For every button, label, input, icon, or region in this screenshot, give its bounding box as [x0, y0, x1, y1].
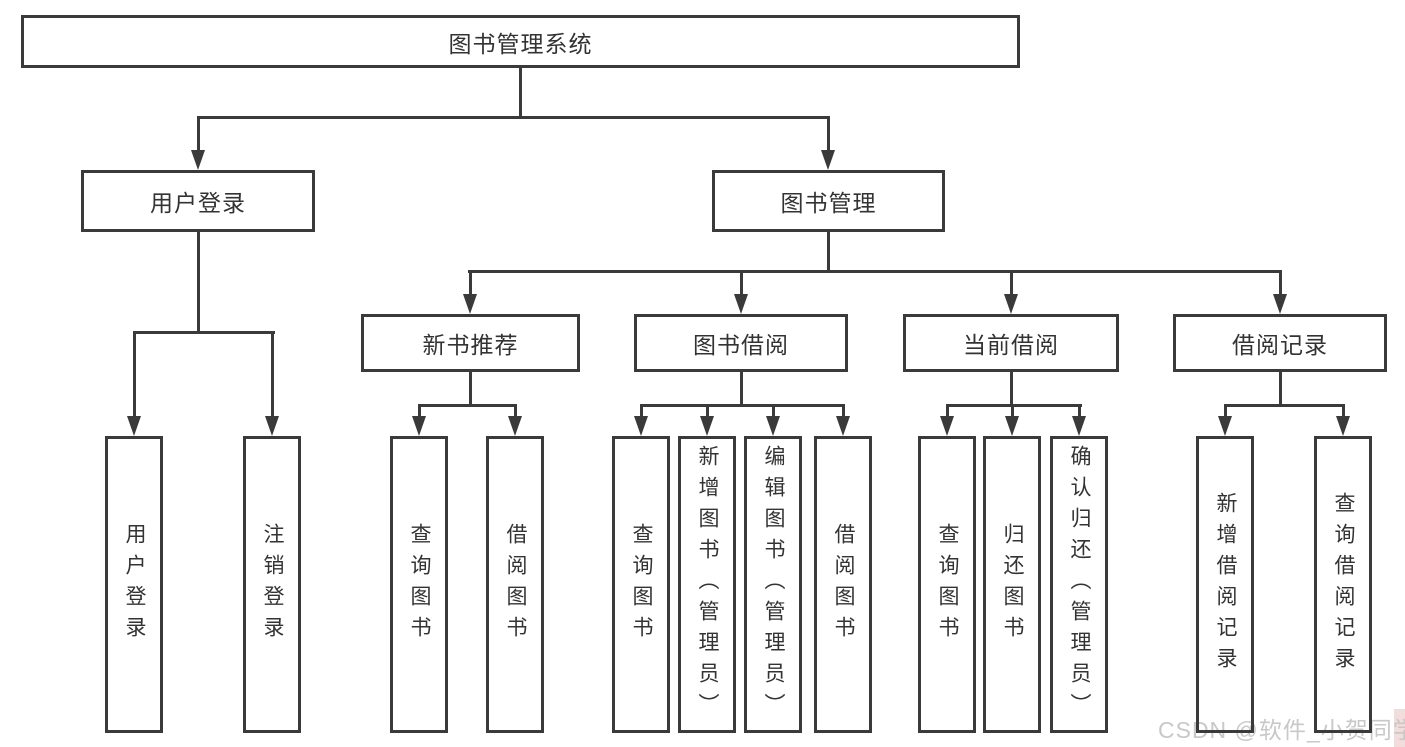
connector-line [1009, 371, 1013, 407]
arrow-down-icon [508, 416, 522, 436]
arrow-down-icon [821, 150, 835, 170]
connector-line [197, 116, 830, 119]
node-label: 查询图书 [630, 522, 653, 647]
leaf-logout: 注销登录 [243, 436, 301, 733]
node-label: 图书管理系统 [448, 30, 593, 57]
arrow-down-icon [940, 416, 954, 436]
connector-line [196, 116, 200, 154]
connector-line [1278, 271, 1282, 299]
arrow-down-icon [700, 416, 714, 436]
arrow-down-icon [265, 416, 279, 436]
leaf-query-book-recommend: 查询图书 [390, 436, 448, 733]
connector-line [468, 271, 472, 299]
connector-line [739, 271, 743, 299]
arrow-down-icon [1072, 416, 1086, 436]
connector-line [468, 270, 1282, 273]
leaf-add-borrow-record: 新增借阅记录 [1196, 436, 1254, 733]
node-label: 新增借阅记录 [1214, 491, 1237, 678]
node-book-borrow: 图书借阅 [634, 314, 848, 372]
arrow-down-icon [463, 294, 477, 314]
connector-line [1278, 371, 1282, 407]
arrow-down-icon [1273, 294, 1287, 314]
node-label: 借阅图书 [832, 522, 855, 647]
connector-line [945, 405, 949, 420]
node-library-management-system: 图书管理系统 [21, 15, 1020, 68]
watermark-accent [1394, 709, 1405, 747]
leaf-query-book-current: 查询图书 [918, 436, 976, 733]
connector-line [513, 405, 517, 420]
node-new-book-recommend: 新书推荐 [361, 314, 580, 372]
arrow-down-icon [734, 294, 748, 314]
arrow-down-icon [1218, 416, 1232, 436]
leaf-user-login: 用户登录 [105, 436, 163, 733]
connector-line [1223, 404, 1345, 407]
arrow-down-icon [127, 416, 141, 436]
connector-line [468, 371, 472, 407]
arrow-down-icon [412, 416, 426, 436]
leaf-query-borrow-record: 查询借阅记录 [1314, 436, 1372, 733]
connector-line [1010, 405, 1014, 420]
node-label: 查询借阅记录 [1332, 491, 1355, 678]
leaf-borrow-book-recommend: 借阅图书 [486, 436, 544, 733]
node-current-borrow: 当前借阅 [903, 314, 1119, 372]
node-label: 确认归还（管理员） [1068, 445, 1091, 724]
node-user-login-branch: 用户登录 [81, 170, 315, 232]
node-label: 注销登录 [261, 522, 284, 647]
connector-line [826, 116, 830, 154]
leaf-edit-book-admin: 编辑图书（管理员） [744, 436, 802, 733]
connector-line [1341, 405, 1345, 420]
arrow-down-icon [634, 416, 648, 436]
node-book-management-branch: 图书管理 [712, 170, 945, 232]
node-label: 借阅图书 [504, 522, 527, 647]
node-label: 编辑图书（管理员） [762, 445, 785, 724]
connector-line [639, 405, 643, 420]
connector-line [771, 405, 775, 420]
connector-line [417, 405, 421, 420]
node-label: 用户登录 [123, 522, 146, 647]
connector-line [1077, 405, 1081, 420]
node-label: 新增图书（管理员） [696, 445, 719, 724]
leaf-query-book-borrow: 查询图书 [612, 436, 670, 733]
node-label: 当前借阅 [963, 332, 1059, 358]
arrow-down-icon [1336, 416, 1350, 436]
connector-line [519, 68, 522, 118]
connector-line [1009, 271, 1013, 299]
node-label: 图书管理 [780, 190, 877, 216]
connector-line [639, 404, 845, 407]
connector-line [705, 405, 709, 420]
arrow-down-icon [766, 416, 780, 436]
connector-line [132, 332, 136, 420]
node-borrow-records: 借阅记录 [1173, 314, 1387, 372]
node-label: 查询图书 [408, 522, 431, 647]
node-label: 新书推荐 [422, 332, 519, 358]
connector-line [132, 331, 275, 334]
node-label: 用户登录 [150, 190, 246, 216]
connector-line [196, 230, 200, 333]
arrow-down-icon [1004, 294, 1018, 314]
node-label: 图书借阅 [693, 332, 789, 358]
connector-line [841, 405, 845, 420]
connector-line [826, 230, 830, 273]
connector-line [945, 404, 1082, 407]
arrow-down-icon [836, 416, 850, 436]
connector-line [1223, 405, 1227, 420]
node-label: 查询图书 [936, 522, 959, 647]
leaf-return-book: 归还图书 [983, 436, 1041, 733]
connector-line [270, 332, 274, 420]
leaf-confirm-return-admin: 确认归还（管理员） [1050, 436, 1108, 733]
node-label: 归还图书 [1001, 522, 1024, 647]
leaf-borrow-book: 借阅图书 [814, 436, 872, 733]
leaf-add-book-admin: 新增图书（管理员） [678, 436, 736, 733]
node-label: 借阅记录 [1232, 332, 1328, 358]
arrow-down-icon [191, 150, 205, 170]
arrow-down-icon [1005, 416, 1019, 436]
connector-line [417, 404, 517, 407]
connector-line [739, 371, 743, 407]
